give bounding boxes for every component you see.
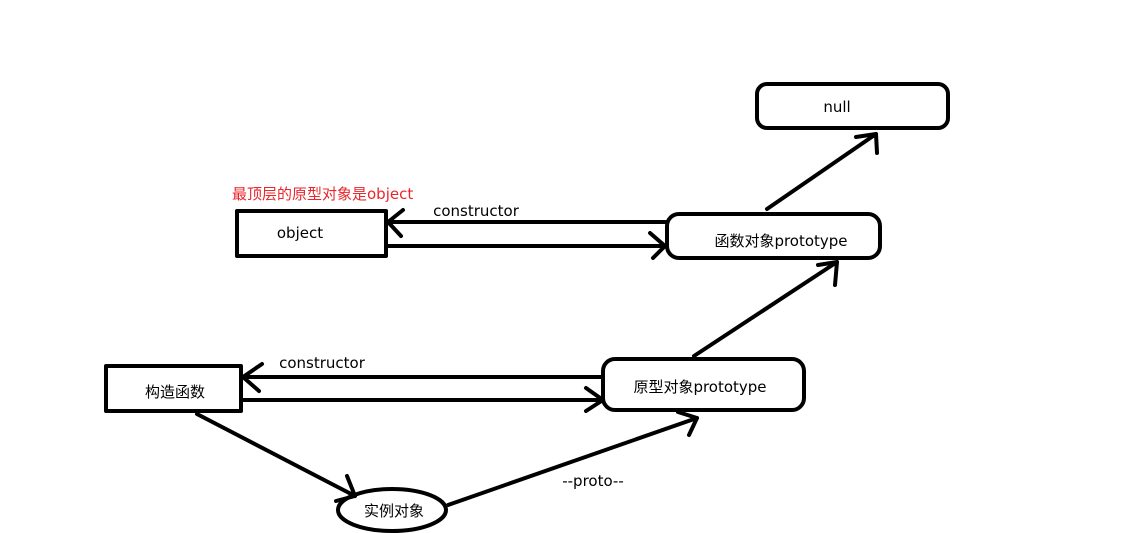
prototype-object-label: 原型对象prototype: [633, 378, 766, 396]
fnproto-arrowhead-2: [816, 260, 839, 287]
prototype-object-node: [601, 357, 806, 412]
proto-arrowhead: [676, 410, 699, 437]
bottom-constructor-label: constructor: [279, 354, 366, 372]
null-label: null: [823, 98, 850, 116]
constructor-function-label: 构造函数: [145, 383, 205, 401]
fnproto-arrowhead: [648, 231, 667, 260]
instance-node: [336, 487, 448, 533]
object-label: object: [277, 224, 323, 242]
constructor-arrowhead-bottom: [241, 362, 264, 393]
proto-label: --proto--: [562, 472, 624, 490]
null-node: [755, 82, 950, 130]
fn-to-instance-line: [195, 412, 357, 498]
fnproto-to-null-line: [765, 132, 878, 211]
instance-arrowhead: [334, 474, 357, 503]
constructor-function-node: [104, 364, 243, 413]
function-prototype-label: 函数对象prototype: [714, 232, 847, 250]
object-node: [235, 209, 388, 258]
annotation-text: 最顶层的原型对象是object: [232, 185, 413, 203]
top-constructor-label: constructor: [433, 202, 520, 220]
function-prototype-node: [665, 212, 882, 260]
proto-link-line: [446, 416, 699, 507]
instance-label: 实例对象: [364, 502, 424, 520]
constructor-arrowhead-top: [386, 208, 405, 238]
prototype-arrowhead: [584, 386, 605, 413]
null-arrowhead: [854, 132, 879, 155]
proto-to-fnproto-line: [692, 260, 839, 358]
